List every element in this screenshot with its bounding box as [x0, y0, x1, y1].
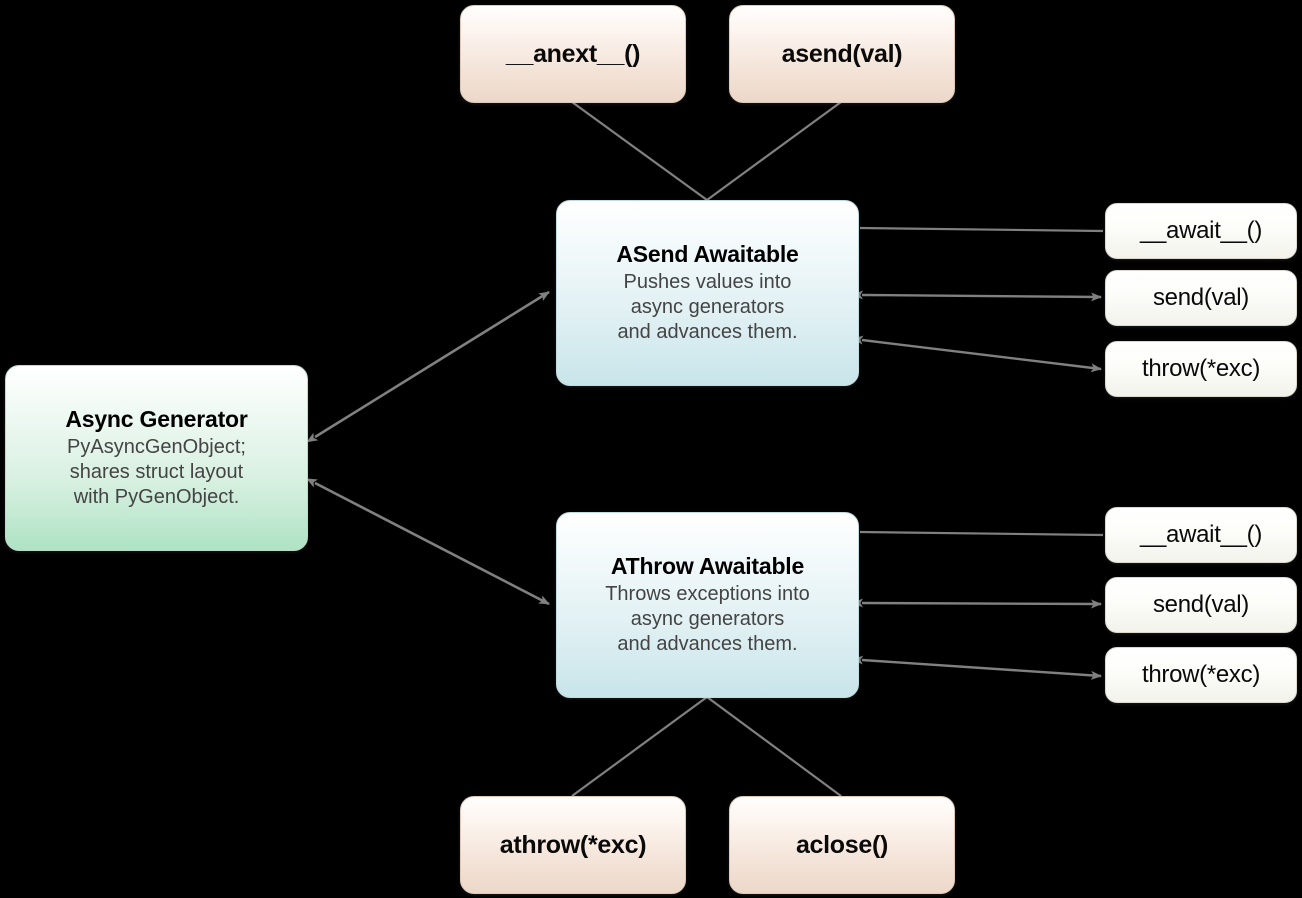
node-label: aclose() — [795, 830, 889, 859]
edge-athrow-throw — [852, 655, 1102, 680]
edge-asend-await — [859, 226, 1104, 233]
desc-line: and advances them. — [617, 320, 798, 343]
edge-asend-throw — [852, 335, 1102, 373]
node-label: athrow(*exc) — [499, 830, 647, 859]
node-label: __anext__() — [505, 39, 641, 68]
node-athrow-member-throw[interactable]: throw(*exc) — [1105, 647, 1297, 703]
edge-athrow-send — [852, 598, 1102, 609]
node-athrow-awaitable[interactable]: AThrow Awaitable Throws exceptions into … — [556, 512, 859, 698]
node-async-generator[interactable]: Async Generator PyAsyncGenObject; shares… — [5, 365, 308, 551]
edge-anext-to-asend — [571, 101, 708, 201]
node-athrow-method[interactable]: athrow(*exc) — [460, 796, 686, 894]
node-title: AThrow Awaitable — [610, 553, 805, 580]
desc-line: Throws exceptions into — [605, 583, 810, 606]
desc-line: shares struct layout — [69, 461, 244, 484]
node-asend-member-throw[interactable]: throw(*exc) — [1105, 341, 1297, 397]
node-athrow-member-await[interactable]: __await__() — [1105, 507, 1297, 563]
node-anext-method[interactable]: __anext__() — [460, 5, 686, 103]
node-title: Async Generator — [65, 406, 248, 433]
desc-line: PyAsyncGenObject; — [67, 436, 246, 459]
desc-line: with PyGenObject. — [73, 485, 240, 508]
edge-aclose-to-athrow — [706, 696, 842, 797]
edge-athrow-await — [859, 530, 1104, 537]
node-label: asend(val) — [781, 39, 903, 68]
node-aclose-method[interactable]: aclose() — [729, 796, 955, 894]
edge-asendval-to-asend — [706, 101, 842, 201]
node-description: Throws exceptions into async generators … — [595, 582, 820, 656]
node-asend-method[interactable]: asend(val) — [729, 5, 955, 103]
node-label: send(val) — [1152, 284, 1249, 311]
node-label: send(val) — [1152, 591, 1249, 618]
node-label: __await__() — [1139, 521, 1263, 548]
node-title: ASend Awaitable — [616, 241, 799, 268]
node-label: throw(*exc) — [1141, 355, 1261, 382]
edge-generator-to-asend — [306, 290, 550, 443]
desc-line: and advances them. — [617, 632, 798, 655]
node-asend-awaitable[interactable]: ASend Awaitable Pushes values into async… — [556, 200, 859, 386]
node-asend-member-send[interactable]: send(val) — [1105, 270, 1297, 326]
node-athrow-member-send[interactable]: send(val) — [1105, 577, 1297, 633]
node-label: throw(*exc) — [1141, 661, 1261, 688]
desc-line: Pushes values into — [623, 271, 792, 294]
desc-line: async generators — [630, 608, 785, 631]
node-label: __await__() — [1139, 217, 1263, 244]
edge-generator-to-athrow — [306, 478, 550, 606]
node-asend-member-await[interactable]: __await__() — [1105, 203, 1297, 259]
edge-athrowexc-to-athrow — [571, 696, 708, 797]
edge-asend-send — [852, 290, 1102, 302]
desc-line: async generators — [630, 296, 785, 319]
node-description: PyAsyncGenObject; shares struct layout w… — [57, 435, 256, 509]
node-description: Pushes values into async generators and … — [607, 270, 807, 344]
